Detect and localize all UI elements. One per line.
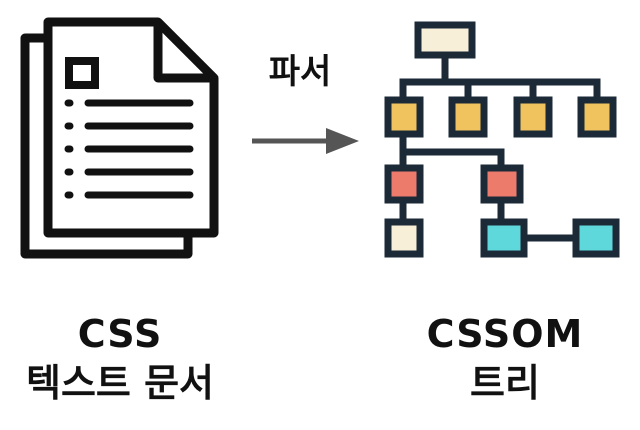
tree-node-leaf-c: [572, 218, 620, 258]
parser-arrow: [252, 128, 359, 154]
tree-node-level1-d: [577, 96, 617, 138]
document-image-square: [65, 57, 99, 89]
tree-node-level1-b: [448, 96, 488, 138]
document-icon: [20, 17, 219, 259]
tree-node-level2-a: [384, 164, 424, 204]
arrow-head-icon: [326, 128, 359, 154]
tree-node-root: [414, 21, 476, 59]
document-caption-line1: CSS: [77, 312, 163, 356]
tree-node-leaf-b: [480, 218, 528, 258]
tree-node-leaf-a: [384, 218, 424, 258]
tree-caption-line2: 트리: [470, 361, 540, 405]
document-caption-line2: 텍스트 문서: [25, 361, 215, 405]
tree-node-level2-b: [480, 164, 524, 204]
cssom-tree-icon: [384, 21, 620, 258]
tree-connectors: [399, 51, 601, 242]
arrow-label: 파서: [268, 52, 332, 92]
tree-node-level1-c: [513, 96, 553, 138]
document-folded-corner: [153, 22, 214, 83]
document-text-lines: [64, 99, 194, 199]
tree-node-level1-a: [384, 96, 424, 138]
tree-caption-line1: CSSOM: [426, 312, 584, 356]
